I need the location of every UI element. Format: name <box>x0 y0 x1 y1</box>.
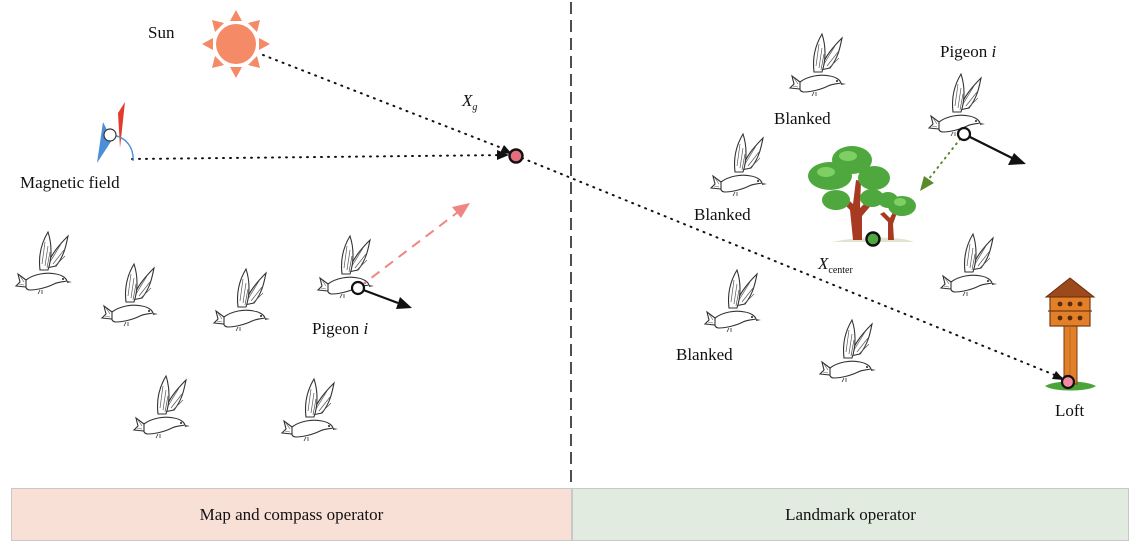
left-pigeon-velocity-arrow <box>357 286 399 305</box>
pigeon-icon <box>704 269 762 333</box>
pigeon-i-left-label: Pigeon i <box>312 320 368 337</box>
loft-line-arrowhead <box>1052 371 1064 380</box>
pigeon-icon <box>317 235 375 299</box>
sun-to-xg-line <box>262 54 513 153</box>
xg-variable: X <box>462 91 473 110</box>
pigeon-icon <box>213 268 271 332</box>
compass-line-arrowhead <box>497 150 509 160</box>
pigeon-icon <box>101 263 159 327</box>
pigeon-icon <box>789 33 847 97</box>
pigeon-icon <box>940 233 998 297</box>
right-pigeon-velocity-arrow <box>963 133 1013 159</box>
xg-point <box>508 148 524 164</box>
xcenter-subscript: center <box>828 265 853 276</box>
blanked-label-middle: Blanked <box>694 205 751 224</box>
blanked-label-top: Blanked <box>774 109 831 128</box>
xg-subscript: g <box>472 102 478 113</box>
blanked-label-bottom: Blanked <box>676 345 733 364</box>
pigeon-left-index: i <box>363 319 369 338</box>
sun-icon <box>202 10 270 78</box>
map-compass-operator-panel: Map and compass operator <box>11 488 572 541</box>
dashed-direction-arrow <box>357 211 459 289</box>
magnetic-field-label: Magnetic field <box>20 173 120 192</box>
left-pigeon-position <box>350 280 366 296</box>
compass-icon <box>97 102 134 163</box>
pigeon-icon <box>928 73 986 137</box>
sun-line-arrowhead <box>500 145 512 154</box>
pigeon-loft-icon <box>1044 277 1096 391</box>
pigeon-left-word: Pigeon <box>312 319 360 338</box>
pigeon-icon <box>710 133 768 197</box>
landmark-operator-label: Landmark operator <box>785 504 916 524</box>
pigeon-icon <box>15 231 73 295</box>
xcenter-point <box>865 231 881 247</box>
pigeon-icon <box>133 375 191 439</box>
compass-to-xg-line <box>131 154 509 160</box>
green-dotted-arrow <box>927 133 965 181</box>
xcenter-label: Xcenter <box>818 255 853 276</box>
xg-label: Xg <box>462 92 477 113</box>
pigeon-right-word: Pigeon <box>940 42 988 61</box>
sun-label: Sun <box>148 23 175 42</box>
landmark-operator-panel: Landmark operator <box>572 488 1129 541</box>
pigeon-i-right-label: Pigeon i <box>940 43 996 60</box>
pigeon-right-index: i <box>991 42 997 61</box>
loft-point <box>1060 374 1076 390</box>
xg-to-loft-line <box>521 157 1063 379</box>
loft-label: Loft <box>1055 401 1085 420</box>
map-compass-operator-label: Map and compass operator <box>199 504 384 524</box>
dotted-connectors <box>131 54 1063 379</box>
right-pigeon-position <box>956 126 972 142</box>
pigeon-icon <box>819 319 877 383</box>
tree-icon <box>808 146 916 242</box>
pigeon-icon <box>281 378 339 442</box>
xcenter-variable: X <box>818 254 829 273</box>
